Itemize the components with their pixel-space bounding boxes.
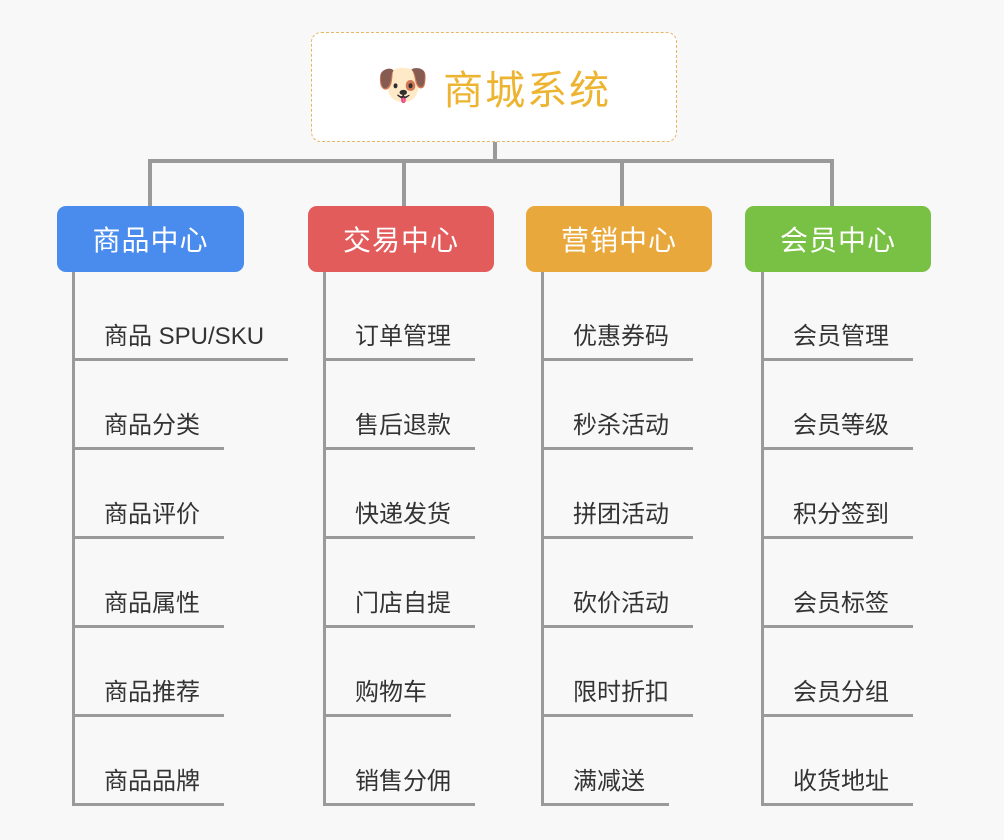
leaf-column-1: 商品 SPU/SKU 商品分类商品评价商品属性商品推荐商品品牌	[72, 272, 289, 806]
category-box-4[interactable]: 会员中心	[745, 206, 931, 272]
leaf-item[interactable]: 订单管理	[323, 272, 475, 361]
leaf-item-label: 订单管理	[355, 316, 475, 361]
category-label: 营销中心	[560, 225, 677, 256]
leaf-item[interactable]: 商品分类	[72, 361, 288, 450]
leaf-item[interactable]: 商品品牌	[72, 717, 288, 806]
leaf-item[interactable]: 购物车	[323, 628, 475, 717]
leaf-item-label: 会员标签	[793, 583, 913, 628]
category-label: 会员中心	[779, 225, 896, 256]
leaf-column-4: 会员管理会员等级积分签到会员标签会员分组收货地址	[761, 272, 913, 806]
leaf-item[interactable]: 销售分佣	[323, 717, 475, 806]
connector-bar	[148, 159, 834, 163]
root-node-title: 商城系统	[443, 69, 612, 113]
leaf-item-label: 商品推荐	[104, 672, 224, 717]
leaf-item[interactable]: 会员分组	[761, 628, 913, 717]
leaf-item[interactable]: 商品推荐	[72, 628, 288, 717]
leaf-item-label: 秒杀活动	[573, 405, 693, 450]
leaf-item-label: 会员等级	[793, 405, 913, 450]
connector-drop-1	[148, 159, 152, 207]
leaf-spine	[761, 272, 764, 806]
connector-drop-4	[830, 159, 834, 207]
leaf-item[interactable]: 积分签到	[761, 450, 913, 539]
connector-drop-3	[620, 159, 624, 207]
leaf-item[interactable]: 会员标签	[761, 539, 913, 628]
leaf-item[interactable]: 会员等级	[761, 361, 913, 450]
leaf-item[interactable]: 商品属性	[72, 539, 288, 628]
connector-stem	[493, 142, 497, 162]
leaf-item-label: 门店自提	[355, 583, 475, 628]
leaf-item-label: 满减送	[573, 761, 669, 806]
leaf-item[interactable]: 限时折扣	[541, 628, 693, 717]
leaf-item-label: 销售分佣	[355, 761, 475, 806]
category-box-1[interactable]: 商品中心	[57, 206, 244, 272]
leaf-item-label: 优惠券码	[573, 316, 693, 361]
leaf-item-label: 砍价活动	[573, 583, 693, 628]
leaf-item-label: 购物车	[355, 672, 451, 717]
category-label: 交易中心	[342, 225, 459, 256]
category-box-3[interactable]: 营销中心	[526, 206, 712, 272]
leaf-item-label: 积分签到	[793, 494, 913, 539]
leaf-item[interactable]: 售后退款	[323, 361, 475, 450]
leaf-item-label: 快递发货	[355, 494, 475, 539]
leaf-item[interactable]: 会员管理	[761, 272, 913, 361]
leaf-item-label: 商品分类	[104, 405, 224, 450]
leaf-item[interactable]: 秒杀活动	[541, 361, 693, 450]
leaf-item[interactable]: 砍价活动	[541, 539, 693, 628]
leaf-item[interactable]: 商品评价	[72, 450, 288, 539]
leaf-item-label: 商品 SPU/SKU	[104, 316, 289, 361]
leaf-item-label: 商品属性	[104, 583, 224, 628]
leaf-item[interactable]: 门店自提	[323, 539, 475, 628]
leaf-column-2: 订单管理售后退款快递发货门店自提购物车销售分佣	[323, 272, 475, 806]
category-box-2[interactable]: 交易中心	[308, 206, 494, 272]
leaf-item-label: 限时折扣	[573, 672, 693, 717]
leaf-item-label: 商品评价	[104, 494, 224, 539]
dog-face-icon: 🐶	[376, 61, 430, 108]
leaf-item[interactable]: 优惠券码	[541, 272, 693, 361]
leaf-item[interactable]: 快递发货	[323, 450, 475, 539]
leaf-item[interactable]: 商品 SPU/SKU	[72, 272, 289, 361]
leaf-item[interactable]: 拼团活动	[541, 450, 693, 539]
connector-drop-2	[402, 159, 406, 207]
leaf-spine	[323, 272, 326, 806]
leaf-item-label: 拼团活动	[573, 494, 693, 539]
leaf-spine	[541, 272, 544, 806]
root-node[interactable]: 🐶 商城系统	[311, 32, 677, 142]
leaf-item-label: 商品品牌	[104, 761, 224, 806]
leaf-spine	[72, 272, 75, 806]
leaf-column-3: 优惠券码秒杀活动拼团活动砍价活动限时折扣满减送	[541, 272, 693, 806]
leaf-item-label: 收货地址	[793, 761, 913, 806]
leaf-item[interactable]: 满减送	[541, 717, 693, 806]
leaf-item-label: 售后退款	[355, 405, 475, 450]
leaf-item[interactable]: 收货地址	[761, 717, 913, 806]
leaf-item-label: 会员分组	[793, 672, 913, 717]
category-label: 商品中心	[92, 225, 209, 256]
leaf-item-label: 会员管理	[793, 316, 913, 361]
